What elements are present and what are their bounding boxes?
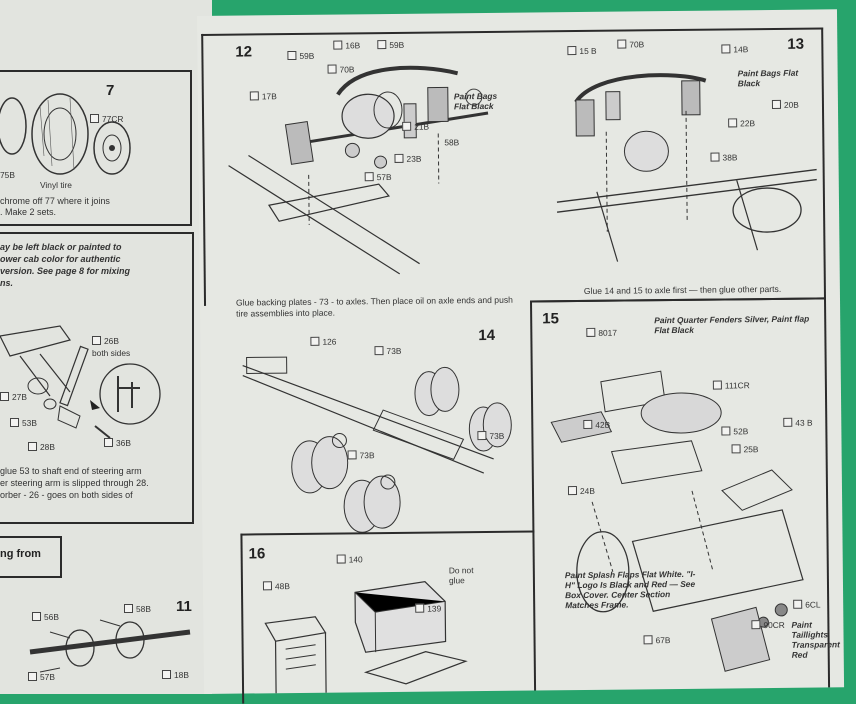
p15-paint-top: Paint Quarter Fenders Silver, Paint flap… [654,313,810,336]
part-28b: 28B [28,442,55,452]
p15-6cl: 6CL [793,600,821,610]
steering-panel [0,232,194,524]
p12-16b: 16B [333,40,360,50]
p12-57b: 57B [364,172,392,182]
p12-70b: 70B [327,64,355,75]
p13-15b: 15 B [567,46,597,56]
p15-67b: 67B [643,635,671,645]
step15-illustration [550,370,804,672]
p14-73b-a: 73B [374,346,401,356]
vinyl-tire-label: Vinyl tire [40,180,72,190]
steering-text-1: glue 53 to shaft end of steering arm [0,466,142,476]
p12-58b: 58B [444,137,460,148]
p12-59b-a: 59B [287,51,314,61]
step16-illustration [264,581,468,694]
step13-illustration [556,73,817,262]
part-58b: 58B [124,604,151,614]
part-77cr: 77CR [90,114,123,124]
step14-caption: Glue backing plates - 73 - to axles. The… [235,294,513,319]
paint-note-1: ay be left black or painted to [0,242,122,252]
right-page: 12 59B 16B 59B 70B 17B 21B 58B 23B 57B P… [197,9,845,704]
p15-111cr: 111CR [712,380,750,390]
p16-48b: 48B [262,581,290,591]
step16-number: 16 [248,545,266,563]
step12-illustration [228,65,489,275]
banner-text: ng from [0,548,41,560]
p12-paint-note: Paint Bags Flat Black [453,90,498,112]
step11-number: 11 [176,598,192,615]
p15-8017: 8017 [586,328,617,338]
tire-illustration [0,93,131,175]
paint-note-4: ns. [0,278,14,288]
part-56b: 56B [32,612,59,622]
p12-23b: 23B [394,154,421,164]
part-75b: 75B [0,170,15,180]
paint-note-3: version. See page 8 for mixing [0,266,131,276]
steering-text-2: er steering arm is slipped through 28. [0,478,149,488]
part-36b: 36B [104,438,131,448]
step7-panel [0,70,192,226]
part-57b: 57B [28,672,55,682]
paint-note-2: ower cab color for authentic [0,254,121,264]
p13-20b: 20B [771,100,799,110]
p15-taillight-note: Paint Taillights Transparent Red [791,619,840,660]
p16-do-not-glue: Do not glue [448,565,474,586]
p15-43b: 43 B [783,418,813,428]
p12-59b-b: 59B [377,40,404,50]
part-53b: 53B [10,418,37,428]
p15-splash-note: Paint Splash Flaps Flat White. "I-H" Log… [564,568,696,611]
left-page: 7 77CR 75B Vinyl tire chrome off 77 wher… [0,0,212,694]
p14-126: 126 [310,337,336,347]
axle-illustration [29,619,191,673]
p14-73b-c: 73B [477,431,504,441]
part-18b: 18B [162,670,189,680]
p15-42b: 42B [583,420,610,430]
both-sides-label: both sides [92,348,131,358]
step15-number: 15 [542,310,559,328]
p15-52b: 52B [721,426,748,436]
p13-38b: 38B [710,152,737,163]
p13-70b: 70B [617,39,644,49]
step7-text-1: chrome off 77 where it joins [0,196,110,206]
p16-139: 139 [415,603,441,614]
p14-73b-b: 73B [347,450,375,460]
steering-illustration [0,325,161,439]
p16-140: 140 [336,554,363,564]
step7-text-2: . Make 2 sets. [0,207,57,217]
steering-text-3: orber - 26 - goes on both sides of [0,490,133,500]
p12-21b: 21B [402,122,429,132]
part-27b: 27B [0,392,27,402]
part-26b: 26B [92,336,119,346]
banner-box [0,536,62,578]
p13-22b: 22B [728,118,755,128]
step7-number: 7 [106,82,115,99]
p13-14b: 14B [721,44,748,54]
p13-paint-note: Paint Bags Flat Black [737,67,799,89]
p15-25b: 25B [731,444,759,454]
step14-illustration [242,356,512,533]
p15-90cr: 90CR [751,620,785,630]
p15-24b: 24B [567,486,595,496]
p12-17b: 17B [249,91,277,101]
